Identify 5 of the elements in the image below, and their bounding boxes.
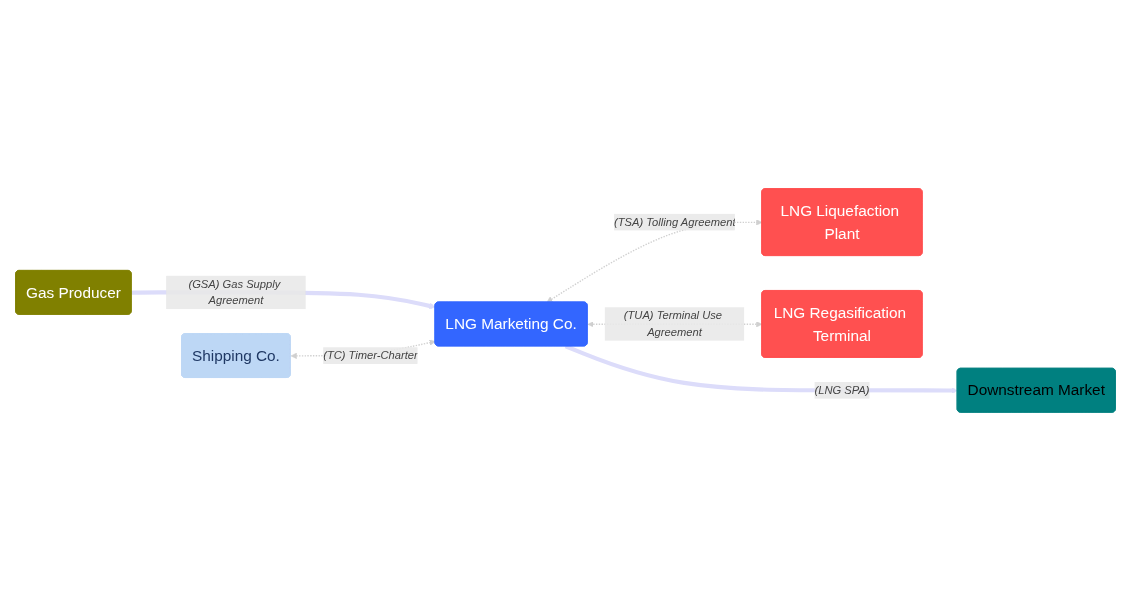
edge-label: (TSA) Tolling Agreement: [614, 215, 736, 228]
edge-label: (GSA) Gas Supply Agreement: [188, 277, 281, 306]
edge-label: (TC) Timer-Charter: [323, 348, 418, 361]
edge-label: (LNG SPA): [814, 383, 870, 396]
edge-label: (TUA) Terminal Use Agreement: [623, 308, 723, 338]
